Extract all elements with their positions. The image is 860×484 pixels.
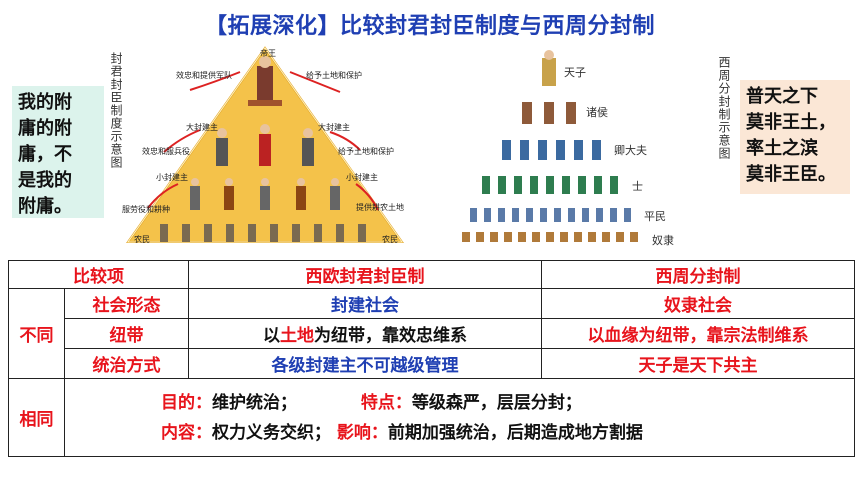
same-line-1: 目的：维护统治； 特点：等级森严，层层分封； xyxy=(161,388,854,418)
header-west: 西欧封君封臣制 xyxy=(188,260,542,289)
same-label: 相同 xyxy=(8,378,65,457)
up-label-2: 效忠和服兵役 xyxy=(142,146,190,156)
purpose-key: 目的： xyxy=(161,392,212,413)
feudal-pyramid-diagram: 帝王 大封建主 大封建主 小封建主 小封建主 农民 农民 效忠和提供军队 效忠和… xyxy=(122,46,404,244)
right-quote-line: 普天之下 xyxy=(746,86,818,107)
right-quote-line: 莫非王臣。 xyxy=(746,164,836,185)
content-value: 权力义务交织； xyxy=(212,422,331,443)
left-quote-line: 庸的附 xyxy=(18,118,72,139)
level-label-shi: 士 xyxy=(632,180,643,193)
right-quote-box: 普天之下 莫非王土， 率土之滨 莫非王臣。 xyxy=(740,80,850,194)
pyramid-outline xyxy=(127,47,403,243)
level-label-lesser-lord-left: 小封建主 xyxy=(156,172,188,182)
level-label-tianzi: 天子 xyxy=(564,66,586,79)
row-zhou: 奴隶社会 xyxy=(541,288,855,319)
right-diagram-caption: 西周分封制示意图 xyxy=(717,56,731,160)
left-quote-line: 是我的 xyxy=(18,170,72,191)
table-row: 不同 社会形态 封建社会 奴隶社会 xyxy=(8,288,855,379)
table-row: 统治方式 各级封建主不可越级管理 天子是天下共主 xyxy=(9,348,855,379)
level-label-qingdafu: 卿大夫 xyxy=(614,143,647,157)
left-diagram-caption: 封君封臣制度示意图 xyxy=(109,52,123,169)
down-label-3: 提供耕农土地 xyxy=(356,202,404,212)
same-line-2: 内容：权力义务交织； 影响：前期加强统治，后期造成地方割据 xyxy=(161,418,854,448)
row-west: 各级封建主不可越级管理 xyxy=(188,348,542,379)
level-label-lesser-lord-right: 小封建主 xyxy=(346,172,378,182)
zhuhou-figures xyxy=(522,102,576,124)
zhou-enfeoffment-diagram: 天子 诸侯 卿大夫 士 平民 奴隶 xyxy=(462,50,674,247)
level-label-great-lord-left: 大封建主 xyxy=(186,122,218,132)
obligation-arrows xyxy=(147,71,379,211)
table-row-same: 相同 目的：维护统治； 特点：等级森严，层层分封； 内容：权力义务交织； 影响：… xyxy=(8,378,855,457)
row-item: 社会形态 xyxy=(64,288,189,319)
header-item: 比较项 xyxy=(8,260,189,289)
down-label-2: 给予土地和保护 xyxy=(338,146,394,156)
level-label-peasant-left: 农民 xyxy=(134,234,150,244)
level-label-peasant-right: 农民 xyxy=(382,234,398,244)
header-zhou: 西周分封制 xyxy=(541,260,855,289)
comparison-table: 比较项 西欧封君封臣制 西周分封制 不同 社会形态 封建社会 奴隶社会 纽带 以… xyxy=(8,260,855,457)
row-west-post: 为纽带，靠效忠维系 xyxy=(314,326,467,346)
table-header-row: 比较项 西欧封君封臣制 西周分封制 xyxy=(8,260,855,289)
same-content: 目的：维护统治； 特点：等级森严，层层分封； 内容：权力义务交织； 影响：前期加… xyxy=(64,378,855,457)
up-label-3: 服劳役和耕种 xyxy=(122,204,170,214)
shi-figures xyxy=(482,176,618,194)
level-label-nuli: 奴隶 xyxy=(652,233,674,247)
table-row: 纽带 以土地为纽带，靠效忠维系 以血缘为纽带，靠宗法制维系 xyxy=(9,318,855,349)
row-zhou: 天子是天下共主 xyxy=(541,348,855,379)
pingmin-figures xyxy=(470,208,631,222)
left-quote-line: 附庸。 xyxy=(18,196,72,217)
down-label-1: 给予土地和保护 xyxy=(306,70,362,80)
right-quote-line: 率土之滨 xyxy=(746,138,818,159)
level-label-king: 帝王 xyxy=(260,48,276,58)
great-lords-figures xyxy=(216,124,314,166)
left-quote-box: 我的附 庸的附 庸，不 是我的 附庸。 xyxy=(12,86,104,218)
left-quote-line: 我的附 xyxy=(18,92,72,113)
diff-label: 不同 xyxy=(8,288,65,379)
row-item: 统治方式 xyxy=(64,348,189,379)
up-label-1: 效忠和提供军队 xyxy=(176,70,232,80)
page-title: 【拓展深化】比较封君封臣制度与西周分封制 xyxy=(204,14,655,39)
row-zhou: 以血缘为纽带，靠宗法制维系 xyxy=(541,318,855,349)
level-label-great-lord-right: 大封建主 xyxy=(318,122,350,132)
row-west-pre: 以 xyxy=(263,326,280,346)
level-label-pingmin: 平民 xyxy=(644,210,666,223)
content-key: 内容： xyxy=(161,422,212,443)
nuli-figures xyxy=(462,232,638,242)
row-west: 以土地为纽带，靠效忠维系 xyxy=(188,318,542,349)
row-west: 封建社会 xyxy=(188,288,542,319)
right-quote-line: 莫非王土， xyxy=(746,112,836,133)
qingdafu-figures xyxy=(502,140,601,160)
left-quote-line: 庸，不 xyxy=(18,144,72,165)
king-figure xyxy=(248,56,282,106)
feature-key: 特点： xyxy=(360,392,412,413)
impact-key: 影响： xyxy=(336,422,388,443)
row-item: 纽带 xyxy=(64,318,189,349)
lesser-lords-figures xyxy=(190,178,340,210)
tianzi-figure xyxy=(542,50,556,86)
impact-value: 前期加强统治，后期造成地方割据 xyxy=(387,422,643,443)
row-west-highlight: 土地 xyxy=(280,326,314,346)
feature-value: 等级森严，层层分封； xyxy=(411,392,582,413)
peasants-figures xyxy=(160,224,366,242)
purpose-value: 维护统治； xyxy=(212,392,297,413)
level-label-zhuhou: 诸侯 xyxy=(586,105,608,119)
